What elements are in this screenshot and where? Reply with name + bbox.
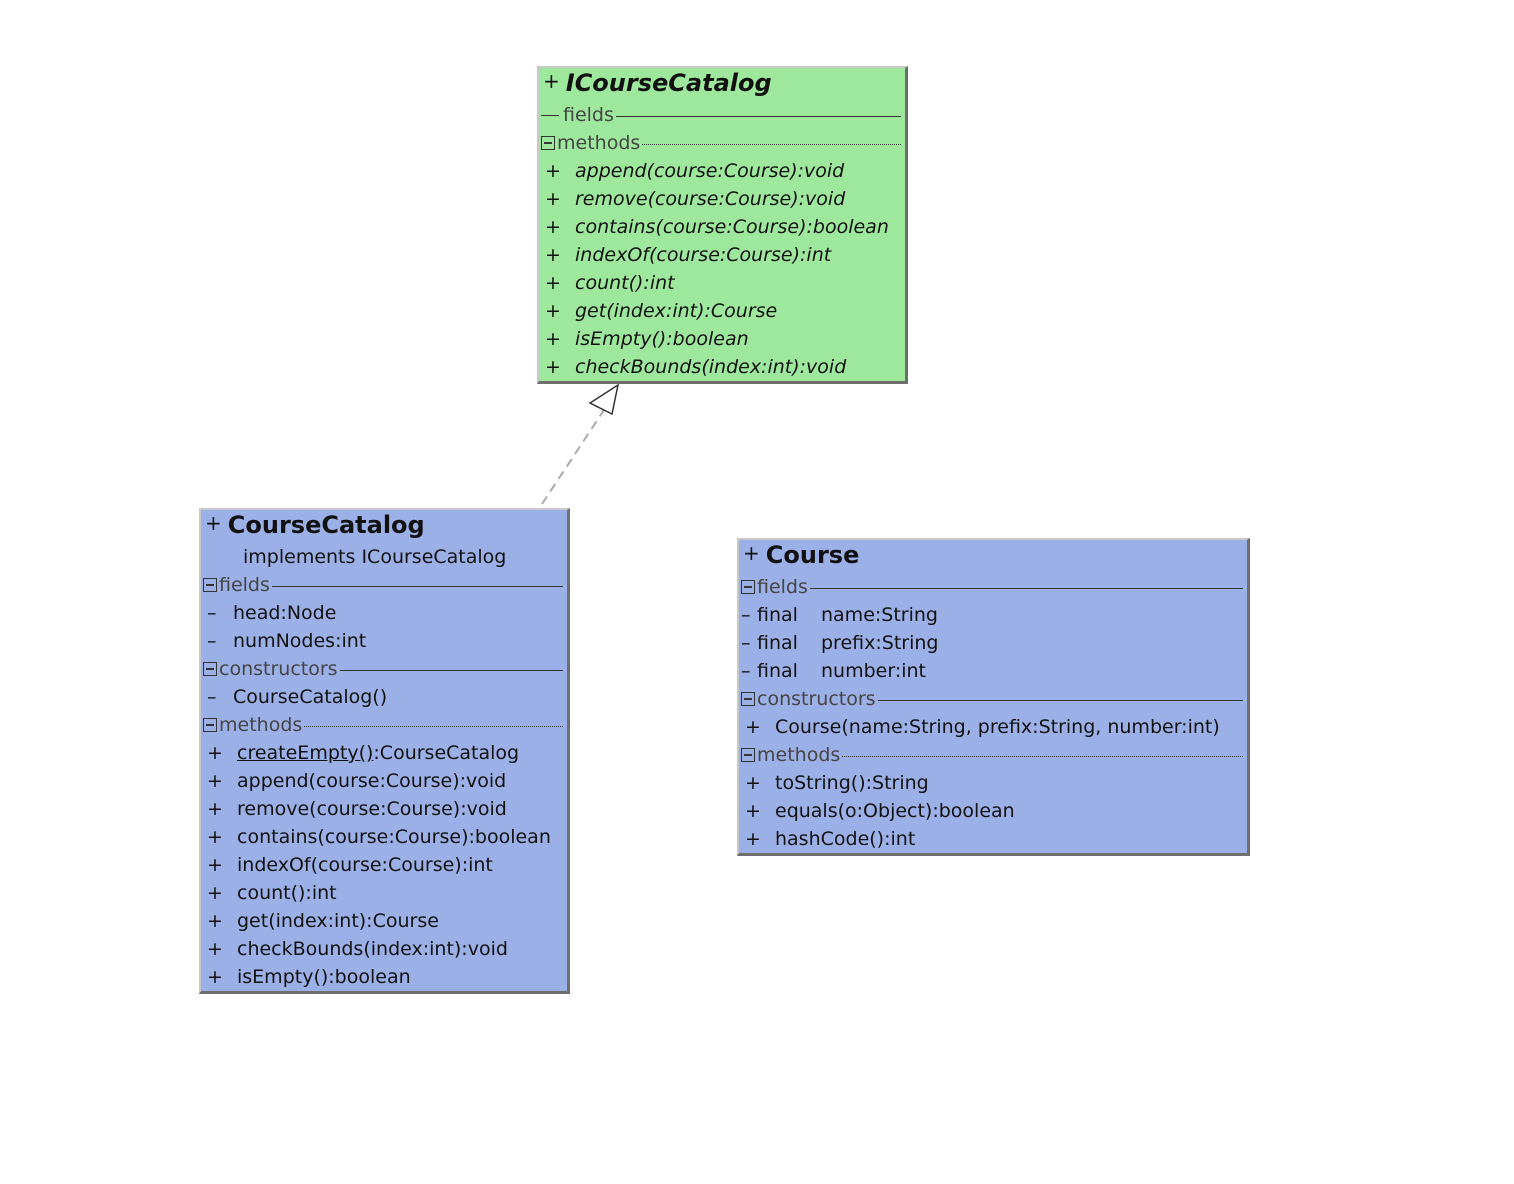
visibility-public: + — [205, 511, 222, 535]
member-signature: hashCode():int — [775, 828, 916, 850]
fields-label: fields — [563, 104, 614, 126]
visibility-public: + — [743, 541, 760, 565]
member-signature: isEmpty():boolean — [575, 328, 749, 350]
collapse-toggle-icon[interactable] — [741, 692, 755, 706]
constructors-section-header[interactable]: constructors — [741, 688, 1243, 710]
collapse-toggle-icon[interactable] — [541, 136, 555, 150]
class-name: ICourseCatalog — [565, 69, 772, 97]
class-title: +Course — [743, 541, 859, 573]
collapse-toggle-icon[interactable] — [203, 578, 217, 592]
member-visibility: + — [545, 160, 561, 182]
member-visibility: – — [741, 632, 751, 654]
member-modifier: final — [757, 632, 798, 654]
member-signature: number:int — [821, 660, 926, 682]
member-visibility: + — [207, 798, 223, 820]
member-visibility: + — [545, 300, 561, 322]
class-title: +CourseCatalog — [205, 511, 425, 543]
methods-label: methods — [557, 132, 641, 154]
member-signature: toString():String — [775, 772, 929, 794]
class-coursecatalog[interactable]: +CourseCatalog implements ICourseCatalog… — [199, 508, 570, 994]
member-visibility: + — [207, 910, 223, 932]
member-signature: remove(course:Course):void — [575, 188, 846, 210]
member-signature: CourseCatalog() — [233, 686, 388, 708]
member-signature: checkBounds(index:int):void — [237, 938, 508, 960]
member-visibility: – — [207, 602, 217, 624]
methods-section-header[interactable]: methods — [203, 714, 563, 736]
realization-dashed-line — [541, 409, 605, 505]
member-signature: contains(course:Course):boolean — [237, 826, 551, 848]
member-visibility: + — [545, 328, 561, 350]
member-signature: checkBounds(index:int):void — [575, 356, 847, 378]
member-signature: get(index:int):Course — [237, 910, 439, 932]
member-visibility: + — [207, 854, 223, 876]
member-visibility: + — [207, 966, 223, 988]
member-visibility: + — [207, 882, 223, 904]
methods-section-header[interactable]: methods — [541, 132, 901, 154]
member-visibility: + — [745, 716, 761, 738]
fields-label: fields — [757, 576, 808, 598]
visibility-public: + — [543, 69, 560, 93]
collapse-toggle-icon[interactable] — [741, 748, 755, 762]
member-visibility: – — [741, 604, 751, 626]
static-method-name: createEmpty() — [237, 742, 374, 764]
member-modifier: final — [757, 660, 798, 682]
methods-label: methods — [757, 744, 841, 766]
member-signature: get(index:int):Course — [575, 300, 778, 322]
member-signature: numNodes:int — [233, 630, 367, 652]
member-visibility: + — [745, 772, 761, 794]
member-signature: count():int — [237, 882, 337, 904]
member-signature: indexOf(course:Course):int — [237, 854, 493, 876]
member-visibility: + — [545, 272, 561, 294]
member-signature: name:String — [821, 604, 938, 626]
implements-text: implements ICourseCatalog — [243, 546, 507, 568]
member-signature: remove(course:Course):void — [237, 798, 507, 820]
static-method-return: :CourseCatalog — [373, 742, 520, 764]
member-visibility: – — [741, 660, 751, 682]
interface-icoursecatalog[interactable]: +ICourseCatalog fields methods +append(c… — [537, 66, 908, 384]
member-signature: append(course:Course):void — [575, 160, 845, 182]
fields-label: fields — [219, 574, 270, 596]
fields-section-header[interactable]: fields — [203, 574, 563, 596]
methods-section-header[interactable]: methods — [741, 744, 1243, 766]
member-signature: isEmpty():boolean — [237, 966, 411, 988]
member-visibility: + — [207, 770, 223, 792]
class-title: +ICourseCatalog — [543, 69, 772, 101]
member-visibility: + — [545, 356, 561, 378]
member-visibility: + — [545, 216, 561, 238]
constructors-label: constructors — [219, 658, 338, 680]
constructors-section-header[interactable]: constructors — [203, 658, 563, 680]
member-signature: indexOf(course:Course):int — [575, 244, 832, 266]
member-signature: contains(course:Course):boolean — [575, 216, 889, 238]
member-signature: count():int — [575, 272, 675, 294]
fields-section-header[interactable]: fields — [741, 576, 1243, 598]
class-name: CourseCatalog — [227, 511, 425, 539]
member-visibility: + — [745, 828, 761, 850]
member-visibility: + — [207, 938, 223, 960]
collapse-toggle-icon[interactable] — [203, 718, 217, 732]
member-visibility: + — [745, 800, 761, 822]
member-visibility: – — [207, 630, 217, 652]
collapse-toggle-icon[interactable] — [203, 662, 217, 676]
class-name: Course — [765, 541, 860, 569]
member-visibility: + — [545, 244, 561, 266]
member-visibility: – — [207, 686, 217, 708]
collapse-toggle-icon[interactable] — [741, 580, 755, 594]
member-signature: Course(name:String, prefix:String, numbe… — [775, 716, 1220, 738]
member-visibility: + — [545, 188, 561, 210]
member-signature: prefix:String — [821, 632, 939, 654]
constructors-label: constructors — [757, 688, 876, 710]
realization-arrowhead — [588, 383, 620, 416]
member-visibility: + — [207, 826, 223, 848]
member-signature: append(course:Course):void — [237, 770, 507, 792]
member-modifier: final — [757, 604, 798, 626]
method-visibility: + — [207, 742, 223, 764]
fields-section-header: fields — [541, 104, 901, 126]
member-signature: equals(o:Object):boolean — [775, 800, 1015, 822]
methods-label: methods — [219, 714, 303, 736]
member-signature: head:Node — [233, 602, 337, 624]
